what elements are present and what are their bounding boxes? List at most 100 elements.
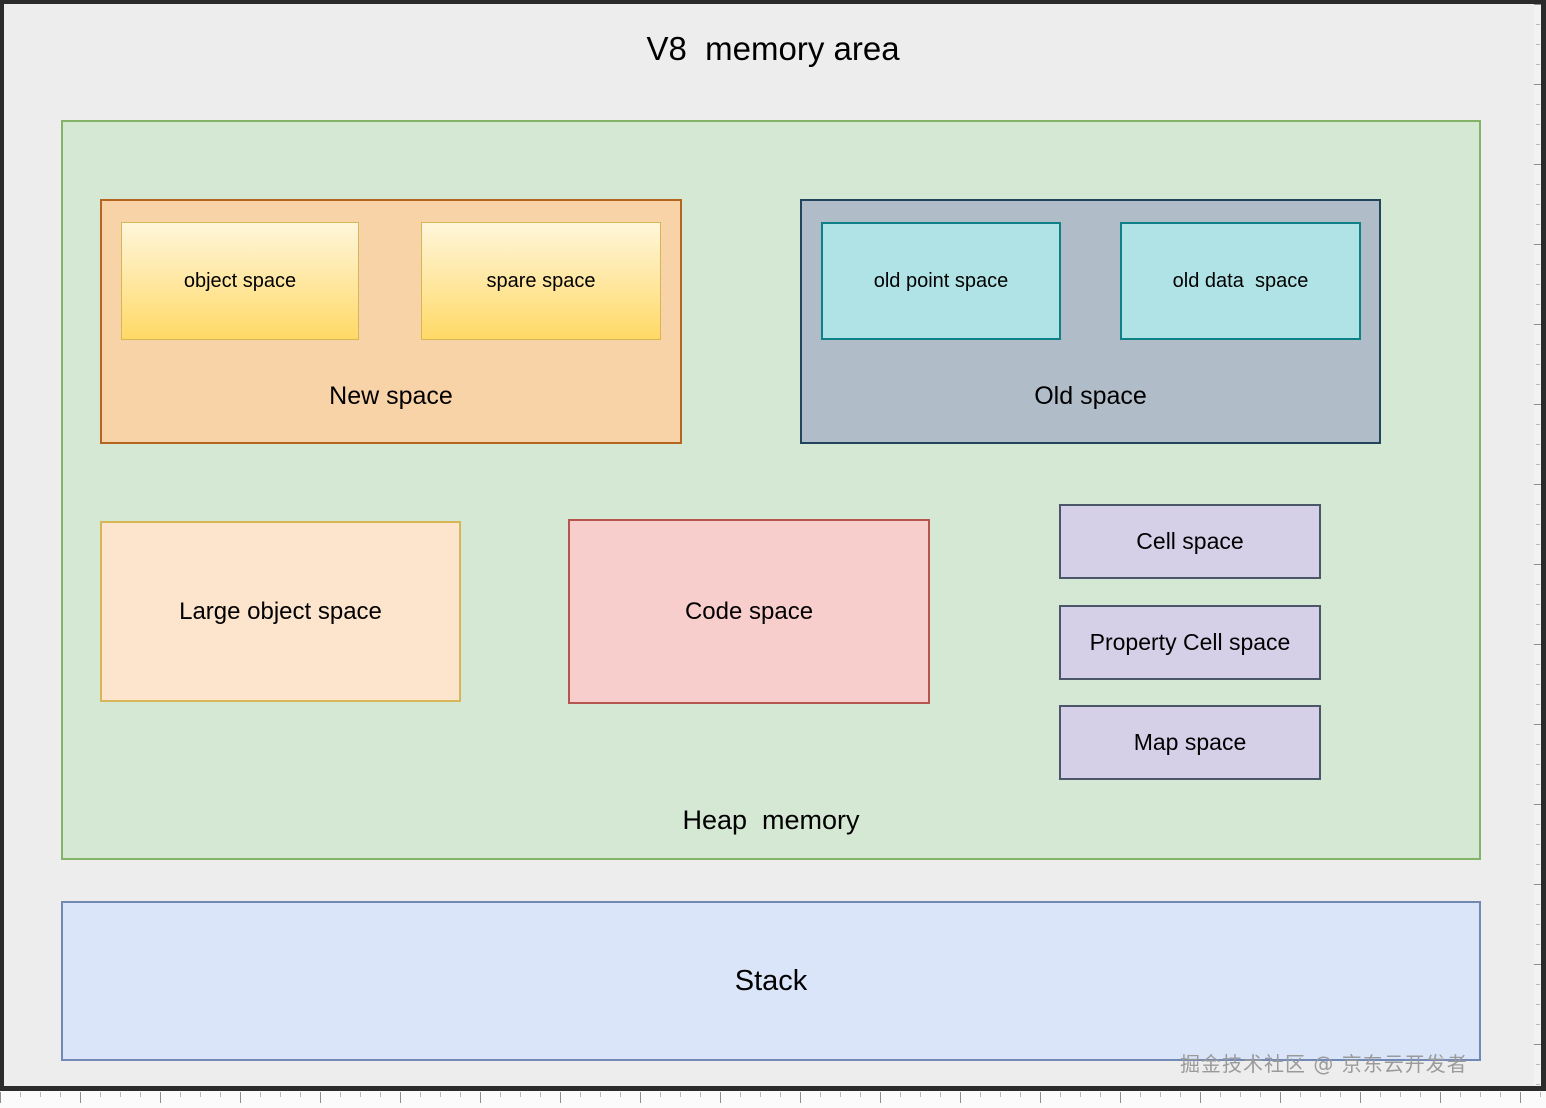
ruler-tick bbox=[1536, 1084, 1540, 1085]
ruler-tick bbox=[1536, 364, 1540, 365]
ruler-tick bbox=[580, 1092, 581, 1097]
old-point-space-box[interactable]: old point space bbox=[821, 222, 1061, 340]
canvas-frame-right bbox=[1541, 0, 1546, 1090]
ruler-tick bbox=[980, 1092, 981, 1097]
ruler-tick bbox=[640, 1092, 641, 1103]
large-object-space-label: Large object space bbox=[179, 597, 382, 625]
ruler-tick bbox=[1536, 224, 1540, 225]
ruler-tick bbox=[1020, 1092, 1021, 1097]
ruler-tick bbox=[1536, 1004, 1540, 1005]
map-space-label: Map space bbox=[1133, 729, 1247, 755]
ruler-tick bbox=[1480, 1092, 1481, 1097]
ruler-tick bbox=[1536, 184, 1540, 185]
ruler-tick bbox=[1534, 4, 1541, 5]
ruler-tick bbox=[1536, 44, 1540, 45]
ruler-tick bbox=[480, 1092, 481, 1103]
ruler-tick bbox=[20, 1092, 21, 1097]
ruler-tick bbox=[1534, 84, 1541, 85]
ruler-tick bbox=[60, 1092, 61, 1097]
ruler-tick bbox=[1536, 844, 1540, 845]
ruler-tick bbox=[1536, 684, 1540, 685]
ruler-tick bbox=[540, 1092, 541, 1097]
ruler-tick bbox=[1536, 344, 1540, 345]
ruler-tick bbox=[1200, 1092, 1201, 1103]
watermark: 掘金技术社区 @ 京东云开发者 bbox=[1180, 1052, 1468, 1076]
ruler-tick bbox=[620, 1092, 621, 1097]
canvas-frame-top bbox=[0, 0, 1546, 4]
ruler-tick bbox=[380, 1092, 381, 1097]
stack-box[interactable]: Stack bbox=[61, 901, 1481, 1061]
object-space-label: object space bbox=[183, 269, 297, 292]
ruler-tick bbox=[1536, 64, 1540, 65]
object-space-box[interactable]: object space bbox=[121, 222, 359, 340]
ruler-tick bbox=[200, 1092, 201, 1097]
ruler-tick bbox=[1534, 324, 1541, 325]
ruler-tick bbox=[40, 1092, 41, 1097]
ruler-tick bbox=[1420, 1092, 1421, 1097]
ruler-tick bbox=[1534, 404, 1541, 405]
map-space-box[interactable]: Map space bbox=[1059, 705, 1321, 780]
stack-label: Stack bbox=[734, 964, 808, 997]
code-space-box[interactable]: Code space bbox=[568, 519, 930, 704]
ruler-tick bbox=[1536, 504, 1540, 505]
ruler-tick bbox=[1440, 1092, 1441, 1103]
ruler-tick bbox=[1040, 1092, 1041, 1103]
ruler-tick bbox=[280, 1092, 281, 1097]
ruler-tick bbox=[1536, 1064, 1540, 1065]
ruler-tick bbox=[800, 1092, 801, 1103]
ruler-tick bbox=[1060, 1092, 1061, 1097]
ruler-tick bbox=[1534, 564, 1541, 565]
ruler-tick bbox=[1536, 704, 1540, 705]
property-cell-space-box[interactable]: Property Cell space bbox=[1059, 605, 1321, 680]
ruler-tick bbox=[360, 1092, 361, 1097]
ruler-tick bbox=[500, 1092, 501, 1097]
ruler-tick bbox=[1540, 1092, 1541, 1097]
ruler-tick bbox=[120, 1092, 121, 1097]
ruler-tick bbox=[960, 1092, 961, 1103]
vertical-ruler[interactable] bbox=[1534, 4, 1541, 1086]
ruler-tick bbox=[1380, 1092, 1381, 1097]
ruler-tick bbox=[1534, 164, 1541, 165]
ruler-tick bbox=[1536, 664, 1540, 665]
ruler-tick bbox=[1536, 924, 1540, 925]
ruler-tick bbox=[1080, 1092, 1081, 1097]
ruler-tick bbox=[1180, 1092, 1181, 1097]
ruler-tick bbox=[660, 1092, 661, 1097]
ruler-tick bbox=[1536, 944, 1540, 945]
ruler-tick bbox=[1534, 1044, 1541, 1045]
ruler-tick bbox=[920, 1092, 921, 1097]
ruler-tick bbox=[1536, 764, 1540, 765]
horizontal-ruler[interactable] bbox=[0, 1090, 1546, 1108]
cell-space-box[interactable]: Cell space bbox=[1059, 504, 1321, 579]
ruler-tick bbox=[160, 1092, 161, 1103]
ruler-tick bbox=[320, 1092, 321, 1103]
ruler-tick bbox=[1360, 1092, 1361, 1103]
old-space-label: Old space bbox=[1034, 382, 1147, 410]
ruler-tick bbox=[1536, 744, 1540, 745]
ruler-tick bbox=[1536, 864, 1540, 865]
ruler-tick bbox=[1120, 1092, 1121, 1103]
ruler-tick bbox=[1536, 24, 1540, 25]
ruler-tick bbox=[820, 1092, 821, 1097]
ruler-tick bbox=[420, 1092, 421, 1097]
old-data-space-box[interactable]: old data space bbox=[1120, 222, 1361, 340]
property-cell-space-label: Property Cell space bbox=[1089, 629, 1291, 655]
ruler-tick bbox=[1400, 1092, 1401, 1097]
large-object-space-box[interactable]: Large object space bbox=[100, 521, 461, 702]
ruler-tick bbox=[740, 1092, 741, 1097]
ruler-tick bbox=[700, 1092, 701, 1097]
ruler-tick bbox=[1534, 244, 1541, 245]
ruler-tick bbox=[1536, 144, 1540, 145]
new-space-label: New space bbox=[329, 382, 453, 410]
ruler-tick bbox=[860, 1092, 861, 1097]
ruler-tick bbox=[1536, 304, 1540, 305]
ruler-tick bbox=[900, 1092, 901, 1097]
ruler-tick bbox=[1534, 724, 1541, 725]
spare-space-box[interactable]: spare space bbox=[421, 222, 661, 340]
ruler-tick bbox=[1500, 1092, 1501, 1097]
ruler-tick bbox=[1536, 444, 1540, 445]
ruler-tick bbox=[720, 1092, 721, 1103]
ruler-tick bbox=[1140, 1092, 1141, 1097]
ruler-tick bbox=[1536, 124, 1540, 125]
ruler-tick bbox=[680, 1092, 681, 1097]
